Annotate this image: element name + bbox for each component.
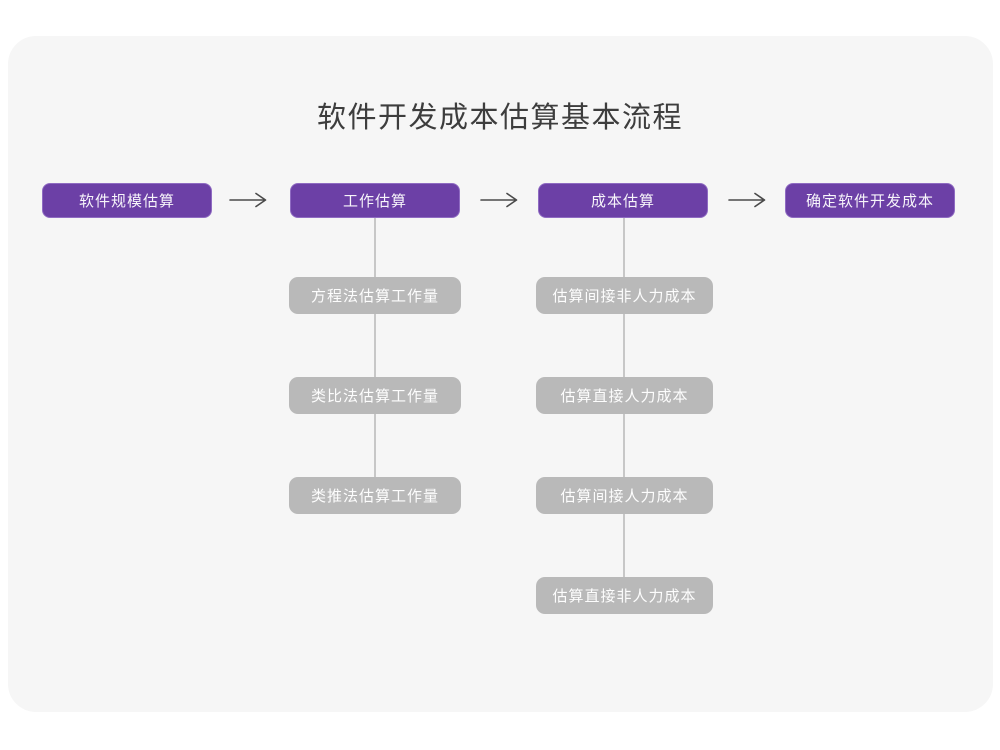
substep-node-indirect-nonlabor-cost: 估算间接非人力成本 [536,277,713,314]
substep-node-analogy-method: 类推法估算工作量 [289,477,461,514]
substep-node-equation-method: 方程法估算工作量 [289,277,461,314]
substep-node-direct-nonlabor-cost: 估算直接非人力成本 [536,577,713,614]
arrow-right-icon [480,192,518,208]
stage-node-determine-dev-cost: 确定软件开发成本 [785,183,955,218]
arrow-right-icon [229,192,267,208]
work-substeps-connector-line [374,217,376,479]
substep-node-direct-labor-cost: 估算直接人力成本 [536,377,713,414]
stage-node-work-estimation: 工作估算 [290,183,460,218]
diagram-title: 软件开发成本估算基本流程 [316,102,683,134]
substep-node-comparison-method: 类比法估算工作量 [289,377,461,414]
diagram-card [8,36,993,712]
stage-node-software-scale-estimation: 软件规模估算 [42,183,212,218]
stage-node-cost-estimation: 成本估算 [538,183,708,218]
arrow-right-icon [728,192,766,208]
substep-node-indirect-labor-cost: 估算间接人力成本 [536,477,713,514]
